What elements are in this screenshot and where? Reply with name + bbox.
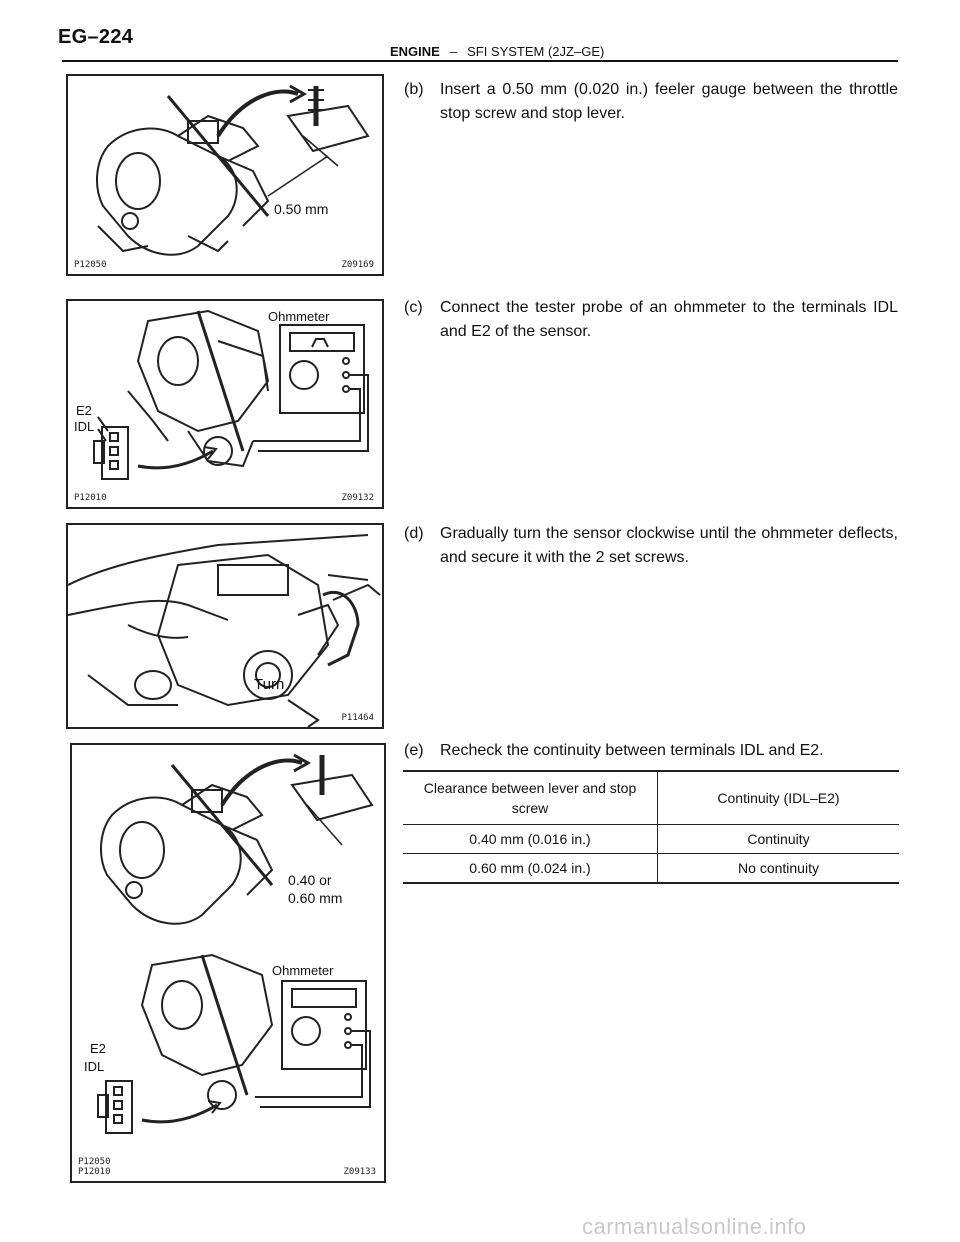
table-header-row: Clearance between lever and stop screw C… xyxy=(403,770,899,825)
recheck-illustration: 0.40 or 0.60 mm Ohmmeter E2 IDL xyxy=(84,753,374,1134)
figure-feeler-gauge: 0.50 mm P12050 Z09169 xyxy=(66,74,384,276)
table-row: 0.60 mm (0.024 in.) No continuity xyxy=(403,853,899,884)
row1-continuity: Continuity xyxy=(657,824,899,854)
fig3-code-right: P11464 xyxy=(341,713,374,723)
fig3-label-turn: Turn xyxy=(254,676,284,693)
fig1-label-gauge: 0.50 mm xyxy=(274,201,328,217)
row2-continuity: No continuity xyxy=(657,853,899,884)
figure-recheck-continuity: 0.40 or 0.60 mm Ohmmeter E2 IDL P12050 P… xyxy=(70,743,386,1183)
section-title: ENGINE xyxy=(390,44,440,59)
header-separator: – xyxy=(449,44,458,59)
step-b: (b) Insert a 0.50 mm (0.020 in.) feeler … xyxy=(404,78,898,126)
fig4-code-left-2: P12010 xyxy=(78,1167,111,1177)
fig4-label-gauge-a: 0.40 or xyxy=(288,872,332,888)
step-e: (e) Recheck the continuity between termi… xyxy=(404,739,898,763)
step-d-text: Gradually turn the sensor clockwise unti… xyxy=(440,525,898,566)
subsection-title: SFI SYSTEM (2JZ–GE) xyxy=(467,44,605,59)
fig4-code-left-1: P12050 xyxy=(78,1157,111,1167)
throttle-body-illustration: 0.50 mm xyxy=(96,84,370,256)
step-c: (c) Connect the tester probe of an ohmme… xyxy=(404,296,898,344)
step-c-text: Connect the tester probe of an ohmmeter … xyxy=(440,299,898,340)
header-rule xyxy=(62,60,898,62)
fig2-code-left: P12010 xyxy=(74,493,107,503)
page-number: EG–224 xyxy=(58,26,134,48)
step-e-text: Recheck the continuity between terminals… xyxy=(440,742,824,759)
figure-ohmmeter-connection: Ohmmeter E2 IDL P12010 Z09132 xyxy=(66,299,384,509)
fig4-label-gauge-b: 0.60 mm xyxy=(288,890,342,906)
step-d: (d) Gradually turn the sensor clockwise … xyxy=(404,522,898,570)
step-d-label: (d) xyxy=(404,525,424,542)
fig4-code-right: Z09133 xyxy=(343,1167,376,1177)
fig4-label-idl: IDL xyxy=(84,1059,104,1074)
fig4-label-ohmmeter: Ohmmeter xyxy=(272,963,334,978)
sensor-turn-illustration: Turn xyxy=(68,534,381,727)
fig1-code-left: P12050 xyxy=(74,260,107,270)
header-clearance: Clearance between lever and stop screw xyxy=(403,770,658,825)
ohmmeter-illustration: Ohmmeter E2 IDL xyxy=(74,309,369,480)
fig4-label-e2: E2 xyxy=(90,1041,106,1056)
step-e-label: (e) xyxy=(404,742,424,759)
running-header: ENGINE–SFI SYSTEM (2JZ–GE) xyxy=(390,44,604,59)
watermark-text: carmanualsonline.info xyxy=(582,1214,807,1239)
header-continuity: Continuity (IDL–E2) xyxy=(657,770,899,825)
step-b-label: (b) xyxy=(404,81,424,98)
continuity-spec-table: Clearance between lever and stop screw C… xyxy=(403,770,899,884)
row2-clearance: 0.60 mm (0.024 in.) xyxy=(403,853,658,884)
step-b-text: Insert a 0.50 mm (0.020 in.) feeler gaug… xyxy=(440,81,898,122)
fig2-label-e2: E2 xyxy=(76,403,92,418)
table-row: 0.40 mm (0.016 in.) Continuity xyxy=(403,824,899,854)
fig1-code-right: Z09169 xyxy=(341,260,374,270)
step-c-label: (c) xyxy=(404,299,423,316)
fig2-label-idl: IDL xyxy=(74,419,94,434)
fig2-label-ohmmeter: Ohmmeter xyxy=(268,309,330,324)
figure-turn-sensor: Turn P11464 xyxy=(66,523,384,729)
fig2-code-right: Z09132 xyxy=(341,493,374,503)
row1-clearance: 0.40 mm (0.016 in.) xyxy=(403,824,658,854)
